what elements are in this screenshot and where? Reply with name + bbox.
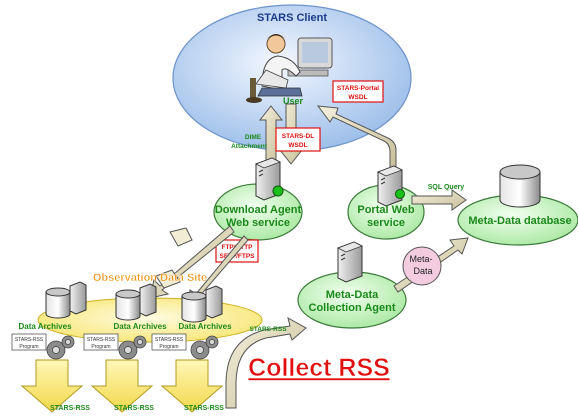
archive-2-program-1: STARS-RSS [87,337,116,343]
download-agent-line2: Web service [226,217,290,229]
portal-wsdl-line1: STARS-Portal [337,85,379,92]
portal-web-line2: service [367,217,405,229]
metadata-db-label: Meta-Data database [468,215,571,227]
bottom-rss-label-2: STARS-RSS [114,405,154,412]
metadata-bubble-line2: Data [413,266,432,276]
dl-wsdl-line2: WSDL [288,142,307,149]
dime-label-2: Attachment [231,143,268,150]
archive-group-3: Data Archives STARS-RSS Program [151,285,232,360]
metadata-bubble-line1: Meta- [409,254,432,264]
ftp-line2: SFTP/FTPS [219,253,255,260]
sql-query-label: SQL Query [428,184,465,191]
client-title: STARS Client [257,12,327,24]
archive-3-program-1: STARS-RSS [155,337,184,343]
stars-rss-arrow-label: STARS-RSS [249,326,287,333]
collect-rss-label: Collect RSS [248,354,390,382]
gear-icon [118,335,147,360]
portal-wsdl-box: STARS-Portal WSDL [332,80,384,103]
download-server-icon [255,157,284,201]
dl-wsdl-line1: STARS-DL [282,133,314,140]
archive-1-program-2: Program [19,344,38,350]
user-label: User [283,96,304,106]
metadata-collection-line1: Meta-Data [326,289,379,301]
archive-1-program-1: STARS-RSS [15,337,44,343]
gear-icon [190,335,219,360]
gear-icon [46,335,75,360]
metadata-collection-line2: Collection Agent [309,302,396,314]
user-icon [246,34,333,103]
dime-label-1: DIME [245,134,262,141]
archive-3-label: Data Archives [178,322,232,331]
archive-group-1: Data Archives STARS-RSS Program [11,281,87,360]
database-icon [499,164,541,208]
bottom-rss-label-3: STARS-RSS [184,405,224,412]
dl-wsdl-box: STARS-DL WSDL [275,127,321,152]
observation-site-label: Observation Data Site [93,272,207,284]
archive-group-2: Data Archives STARS-RSS Program [83,283,167,360]
collection-server-icon [337,241,363,283]
download-agent-line1: Download Agent [215,204,302,216]
client-portal-arrow [316,105,397,171]
portal-server-icon [377,165,405,207]
archive-2-label: Data Archives [113,322,167,331]
rss-down-arrows [20,359,224,413]
sql-query-arrow: SQL Query [411,184,467,211]
archive-2-program-2: Program [91,344,110,350]
archive-1-label: Data Archives [18,322,72,331]
file-transfer-arrows [149,225,249,307]
metadata-bubble: Meta- Data [402,246,442,286]
collect-arrow: STARS-RSS [225,317,307,409]
archive-3-program-2: Program [159,344,178,350]
bottom-rss-label-1: STARS-RSS [50,405,90,412]
portal-wsdl-line2: WSDL [348,94,367,101]
portal-web-line1: Portal Web [357,204,415,216]
